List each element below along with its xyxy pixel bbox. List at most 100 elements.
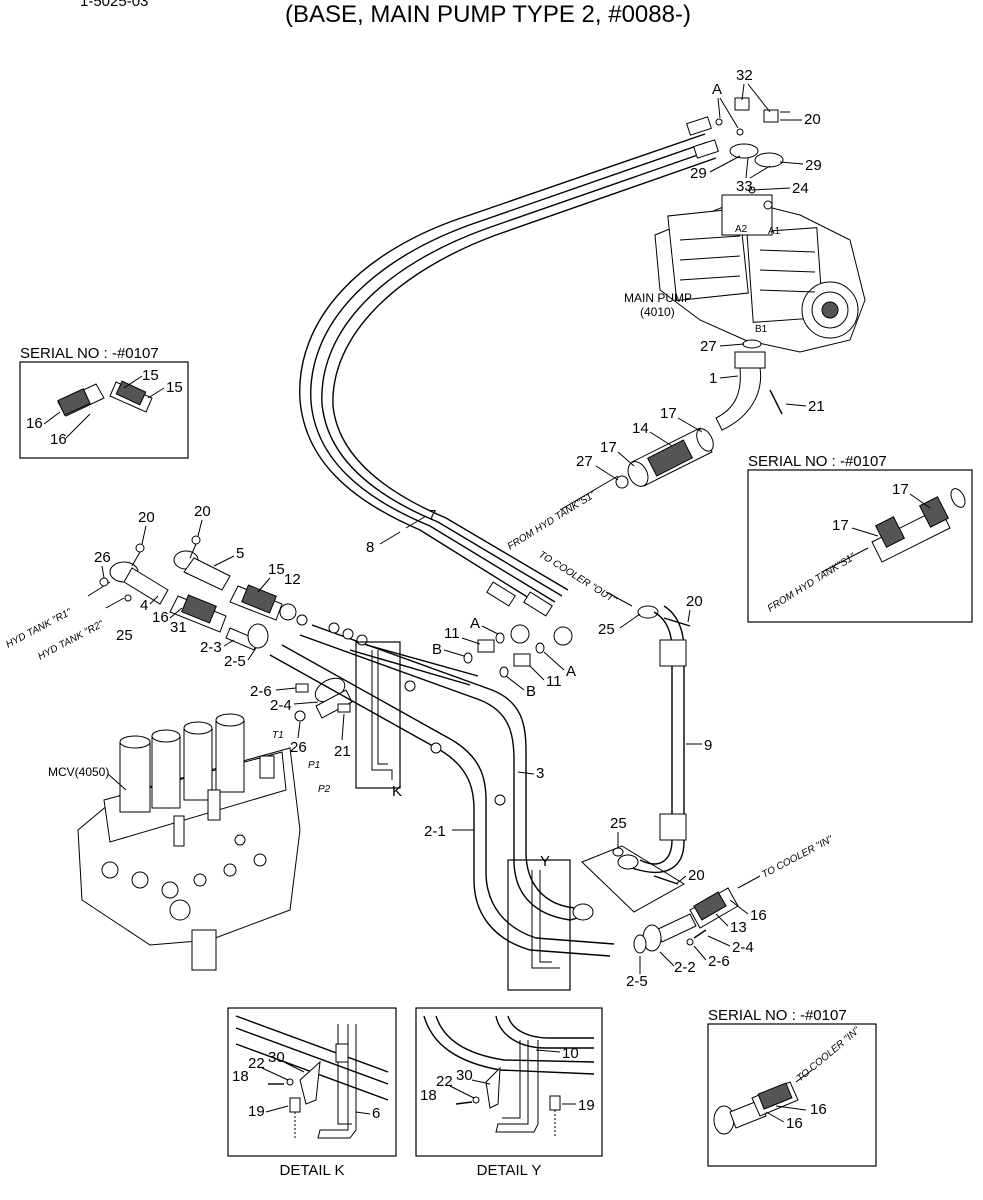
hose-7-8 (299, 116, 719, 646)
inset-serial-right: SERIAL NO : -#0107 17 17 FROM HYD TANK"S… (747, 453, 973, 623)
part-20-top: 20 (804, 111, 821, 128)
part-21-right: 21 (808, 398, 825, 415)
part-8: 8 (366, 539, 374, 556)
part-9: 9 (704, 737, 712, 754)
part-29-right: 29 (805, 157, 822, 174)
detail-k-title: DETAIL K (279, 1162, 344, 1179)
part-2-4-l: 2-4 (270, 697, 292, 714)
detail-k-19: 19 (248, 1103, 265, 1120)
part-17-b: 17 (600, 439, 617, 456)
part-20-l2: 20 (194, 503, 211, 520)
part-15-l: 15 (268, 561, 285, 578)
main-pump: A2 A1 B1 MAIN PUMP (4010) (624, 194, 866, 353)
part-b-a: B (432, 641, 442, 658)
return-line-labels: 20 20 26 5 15 12 4 16 31 25 2-3 2-5 (94, 503, 301, 670)
part-b-b: B (526, 683, 536, 700)
detail-y-22: 22 (436, 1073, 453, 1090)
cooler-hose-9: 9 25 20 25 20 (581, 593, 712, 913)
detail-y-marker: Y (540, 853, 550, 870)
detail-y-18: 18 (420, 1087, 437, 1104)
suction-labels: 27 1 21 17 14 17 27 (576, 338, 825, 481)
part-2-2: 2-2 (674, 959, 696, 976)
pump-top-labels: 32 A 20 29 29 33 24 (690, 67, 822, 197)
port-p2-label: P2 (318, 784, 331, 795)
return-line-group: HYD TANK "R1" HYD TANK "R2" (4, 535, 308, 663)
main-pump-code: (4010) (640, 305, 675, 319)
part-13: 13 (730, 919, 747, 936)
part-4: 4 (140, 597, 148, 614)
detail-k-inset: 18 22 30 19 6 DETAIL K (227, 1007, 397, 1179)
part-25-l: 25 (116, 627, 133, 644)
part-1: 1 (709, 370, 717, 387)
part-2-6-l: 2-6 (250, 683, 272, 700)
part-21-m: 21 (334, 743, 351, 760)
suction-assembly (615, 339, 783, 489)
part-29-left: 29 (690, 165, 707, 182)
part-20-b: 20 (688, 867, 705, 884)
detail-y-title: DETAIL Y (477, 1162, 542, 1179)
header-fragment: 1-5025-03 (80, 0, 148, 10)
port-a2-label: A2 (735, 224, 748, 235)
inset-left-15-a: 15 (142, 367, 159, 384)
part-2-5-r: 2-5 (626, 973, 648, 990)
main-pump-label: MAIN PUMP (624, 291, 692, 305)
part-2-1: 2-1 (424, 823, 446, 840)
part-25-r: 25 (598, 621, 615, 638)
part-14: 14 (632, 420, 649, 437)
detail-y-10: 10 (562, 1045, 579, 1062)
port-p1-label: P1 (308, 760, 320, 771)
part-20-r: 20 (686, 593, 703, 610)
detail-marker-boxes: K Y (355, 641, 571, 991)
part-27-mid: 27 (576, 453, 593, 470)
part-2-6-r: 2-6 (708, 953, 730, 970)
detail-y-inset: 18 22 30 19 10 DETAIL Y (415, 1007, 603, 1179)
detail-k-30: 30 (268, 1049, 285, 1066)
part-31: 31 (170, 619, 187, 636)
inset-serial-left-title: SERIAL NO : -#0107 (20, 345, 159, 362)
part-11-b: 11 (546, 673, 562, 690)
inset-serial-right-title: SERIAL NO : -#0107 (748, 453, 887, 470)
part-3: 3 (536, 765, 544, 782)
part-16-l: 16 (152, 609, 169, 626)
inset-left-16-a: 16 (26, 415, 43, 432)
flow-cooler-in: TO COOLER "IN" (760, 834, 835, 881)
mcv-label: MCV(4050) (48, 765, 109, 779)
inset-serial-bottom-title: SERIAL NO : -#0107 (708, 1007, 847, 1024)
inset-serial-left: SERIAL NO : -#0107 15 15 16 16 (19, 345, 189, 459)
part-20-l1: 20 (138, 509, 155, 526)
flow-tank-s1: FROM HYD TANK"S1" (506, 489, 598, 552)
part-a-m2: A (566, 663, 576, 680)
port-b1-label: B1 (755, 324, 768, 335)
detail-y-30: 30 (456, 1067, 473, 1084)
part-a-m1: A (470, 615, 480, 632)
part-2-5-l: 2-5 (224, 653, 246, 670)
part-7: 7 (428, 507, 436, 524)
part-17-a: 17 (660, 405, 677, 422)
part-2-4-r: 2-4 (732, 939, 754, 956)
part-26-l: 26 (94, 549, 111, 566)
mcv-connections: 2-6 2-4 26 21 (250, 677, 353, 760)
center-fittings: A 11 B A 11 B (432, 615, 576, 700)
part-24: 24 (792, 180, 809, 197)
part-5: 5 (236, 545, 244, 562)
inset-right-17-b: 17 (832, 517, 849, 534)
part-16-b: 16 (750, 907, 767, 924)
inset-right-17-a: 17 (892, 481, 909, 498)
part-33: 33 (736, 178, 753, 195)
detail-k-6: 6 (372, 1105, 380, 1122)
part-11-a: 11 (444, 625, 460, 642)
cooler-in-assembly: TO COOLER "IN" 13 16 2-4 2-6 2-2 2-5 (626, 834, 835, 990)
inset-bottom-16-a: 16 (810, 1101, 827, 1118)
part-2-3: 2-3 (200, 639, 222, 656)
part-27-top: 27 (700, 338, 717, 355)
inset-bottom-16-b: 16 (786, 1115, 803, 1132)
port-t1-label: T1 (272, 730, 284, 741)
inset-serial-bottom: SERIAL NO : -#0107 TO COOLER "IN" 16 16 (707, 1007, 877, 1167)
detail-k-marker: K (392, 783, 402, 800)
part-32: 32 (736, 67, 753, 84)
detail-k-18: 18 (232, 1068, 249, 1085)
part-26-m: 26 (290, 739, 307, 756)
inset-left-15-b: 15 (166, 379, 183, 396)
detail-y-19: 19 (578, 1097, 595, 1114)
